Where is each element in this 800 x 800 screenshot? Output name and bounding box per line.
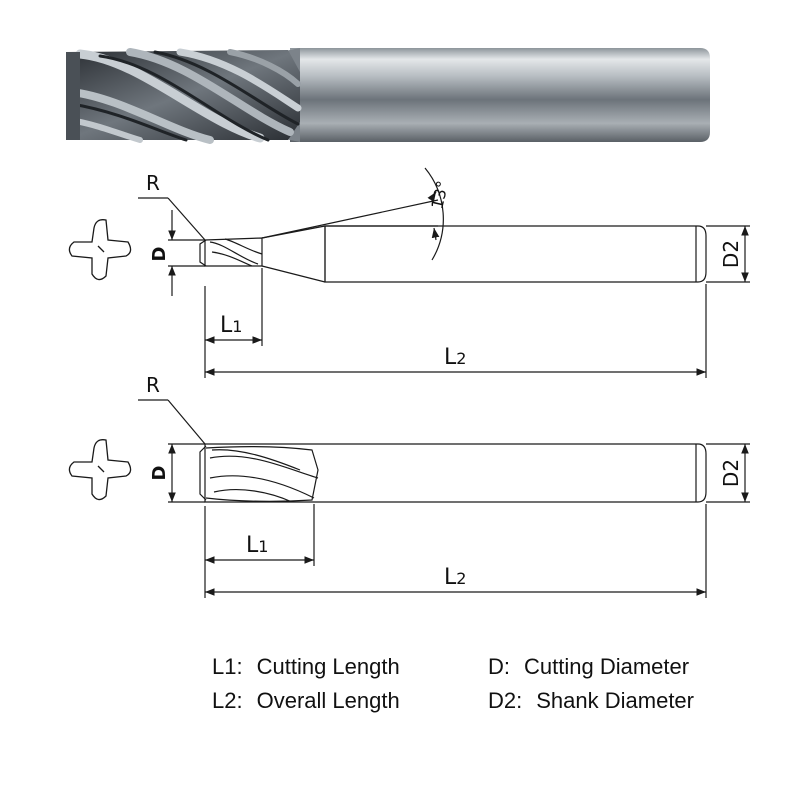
top-shank-diameter-label: D2 [719,240,743,268]
legend-text: Cutting Length [256,654,400,679]
bottom-radius-label: R [146,373,160,397]
legend-text: Overall Length [256,688,400,713]
photo-shank [290,48,710,142]
top-taper [261,225,326,283]
legend-item-cutting-diameter: D: Cutting Diameter [488,654,689,680]
legend-row: L2: Overall Length D2: Shank Diameter [212,684,772,718]
top-radius-label: R [146,171,160,195]
bottom-shank-diameter-label: D2 [719,459,743,487]
bottom-cutting-diameter-label: D [149,466,170,481]
bottom-flutes [205,446,319,502]
taper-end-mill-drawing [68,167,750,378]
legend-row: L1: Cutting Length D: Cutting Diameter [212,650,772,684]
legend: L1: Cutting Length D: Cutting Diameter L… [212,650,772,718]
top-cutting-length-label: L1 [220,313,242,338]
legend-item-cutting-length: L1: Cutting Length [212,654,488,680]
straight-end-mill-drawing [68,399,750,598]
legend-key: D2: [488,688,523,713]
legend-text: Shank Diameter [536,688,694,713]
legend-item-shank-diameter: D2: Shank Diameter [488,688,694,714]
top-cutting-diameter-label: D [149,247,170,262]
legend-key: D: [488,654,510,679]
bottom-overall-length-label: L2 [444,565,466,590]
top-overall-length-label: L2 [444,345,466,370]
bottom-shank [204,443,707,503]
top-shank [324,225,707,283]
end-view-top [68,219,132,281]
legend-key: L1: [212,654,243,679]
end-mill-photo [66,48,710,144]
legend-item-overall-length: L2: Overall Length [212,688,488,714]
end-view-bottom [68,439,132,501]
bottom-cutting-length-label: L1 [246,533,268,558]
taper-angle-label: 13° [427,179,452,211]
legend-text: Cutting Diameter [524,654,690,679]
legend-key: L2: [212,688,243,713]
photo-tip [66,52,80,140]
